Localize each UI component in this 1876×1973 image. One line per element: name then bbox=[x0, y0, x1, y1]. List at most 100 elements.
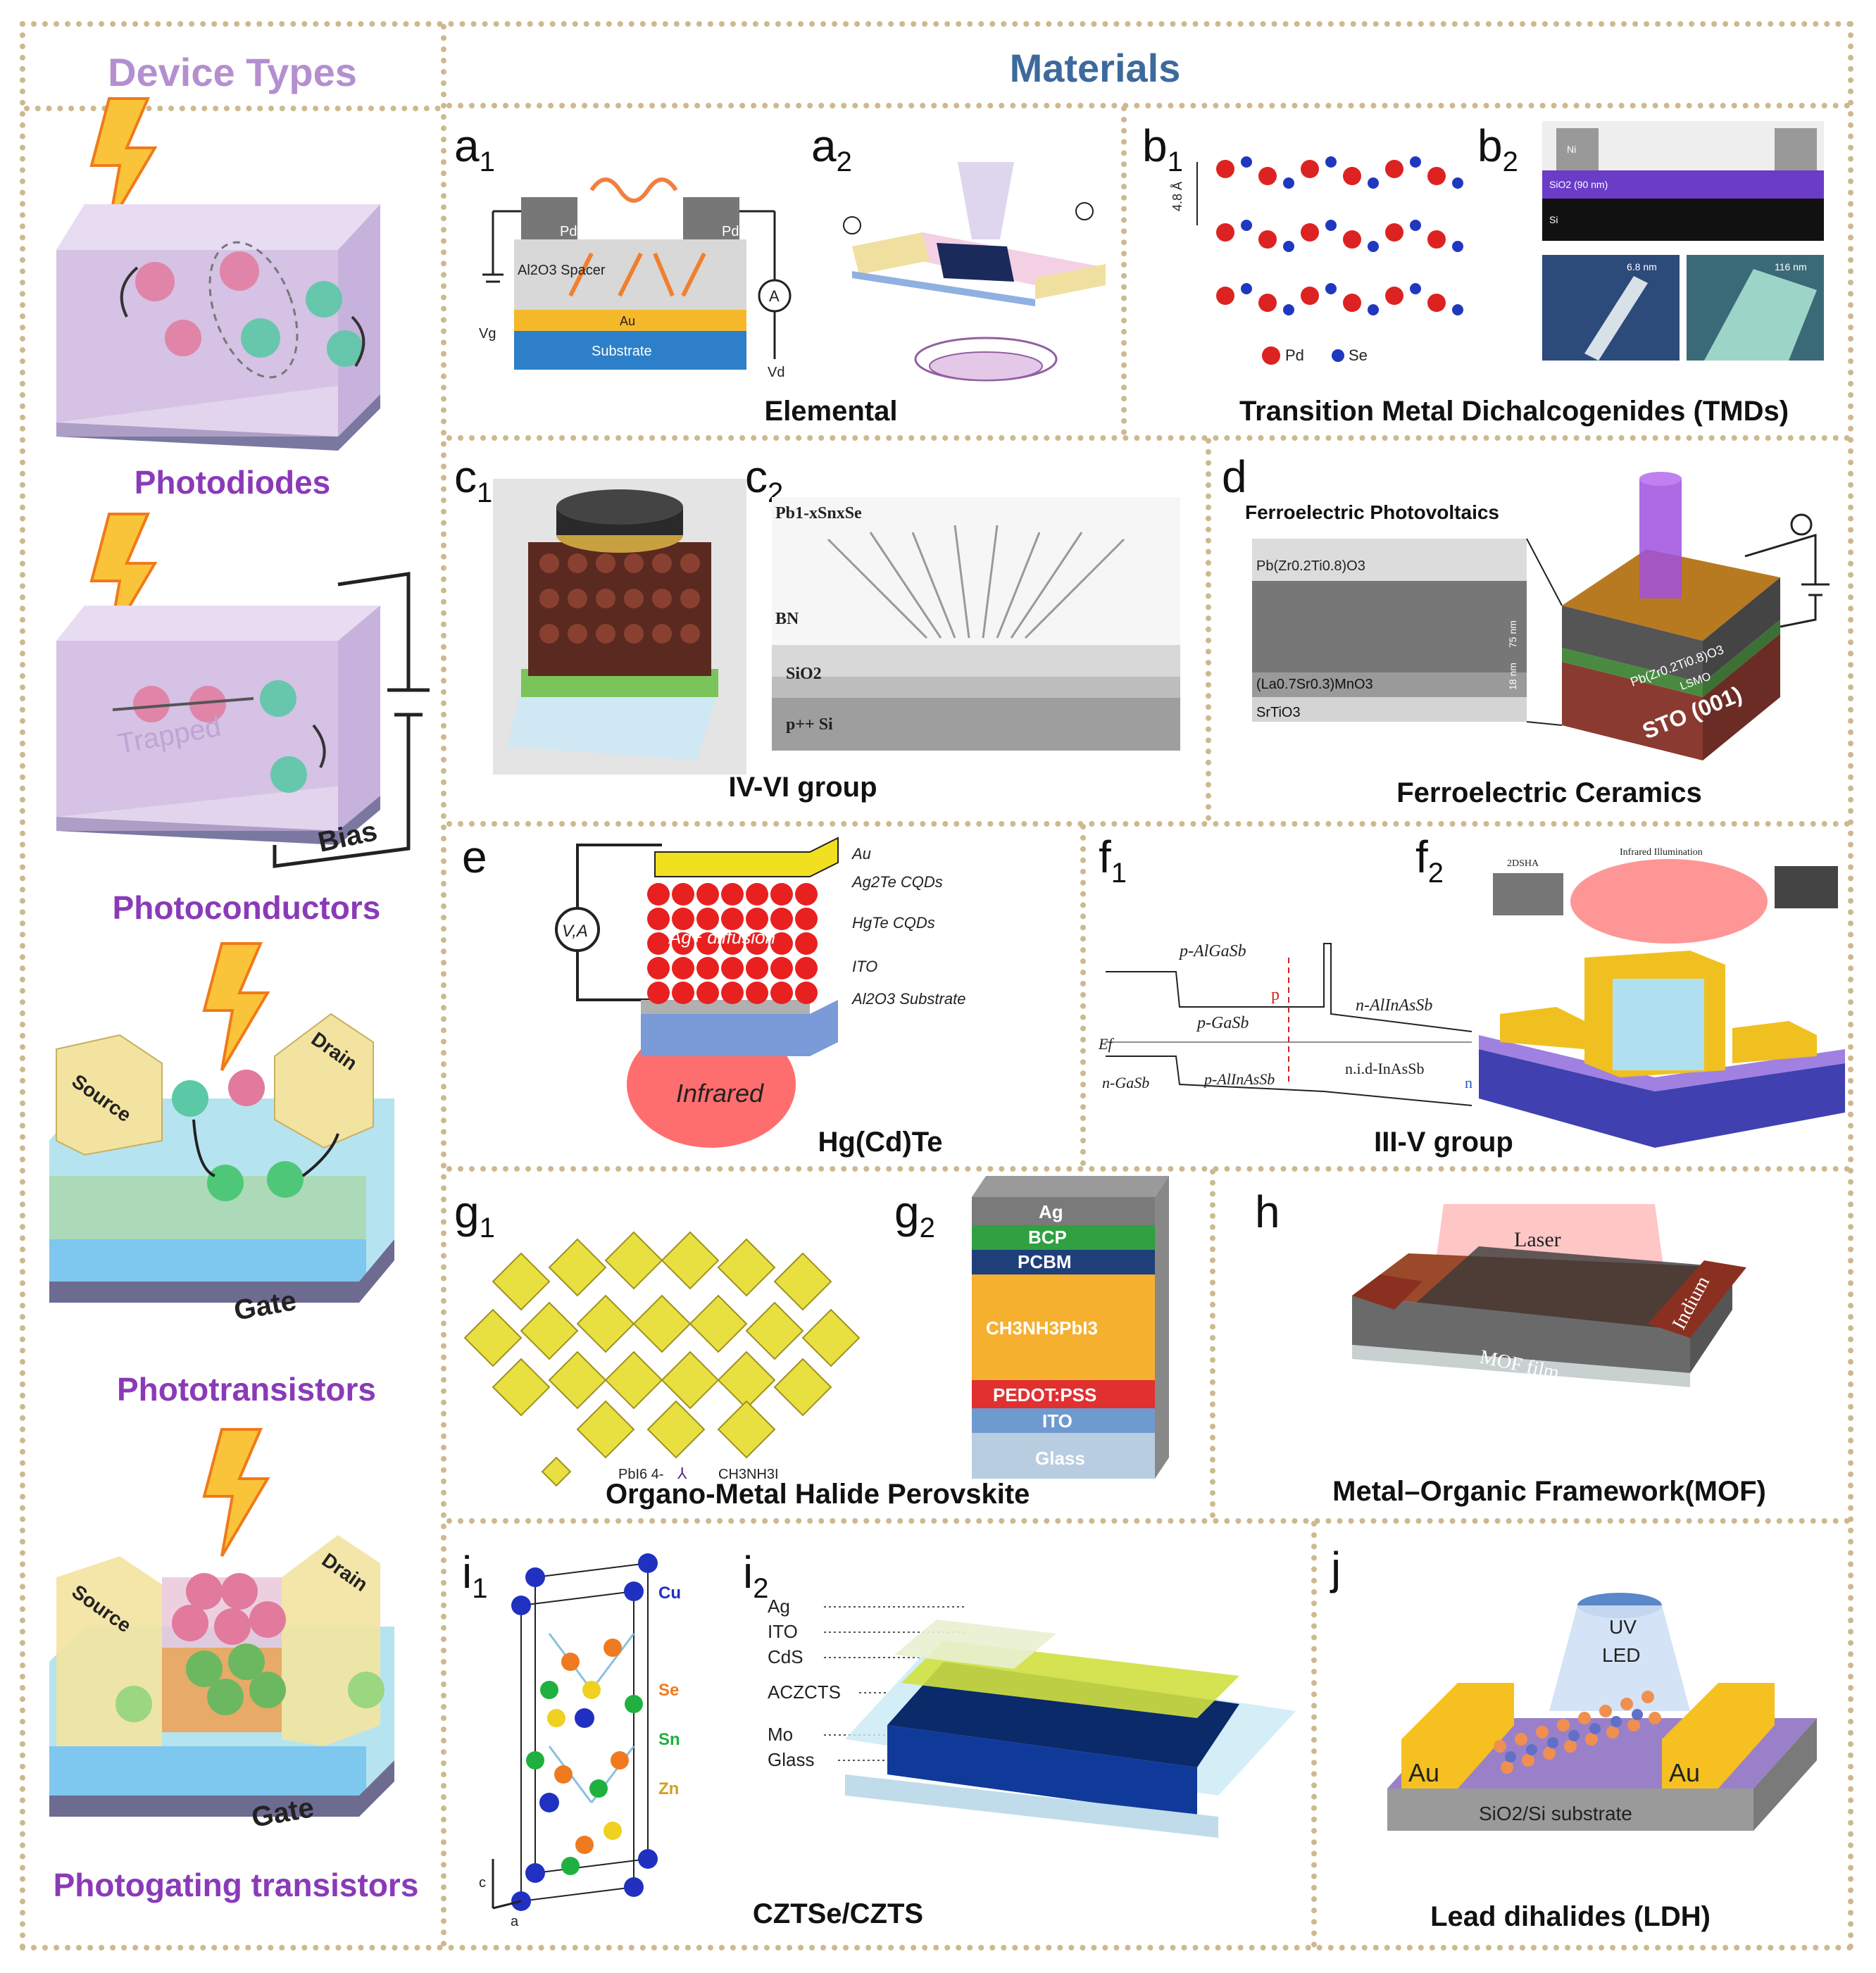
panel-h-diagram: Laser Indium MOF film Glass substrate bbox=[1352, 1204, 1746, 1407]
svg-text:ITO: ITO bbox=[768, 1621, 798, 1642]
row2-divider bbox=[446, 821, 1851, 827]
svg-text:Zn: Zn bbox=[658, 1779, 679, 1798]
svg-text:PbI6 4-: PbI6 4- bbox=[618, 1467, 663, 1482]
panel-g1-diagram: PbI6 4- ⅄ CH3NH3I bbox=[463, 1231, 861, 1487]
panel-a1-diagram: Pd Pd Al2O3 Spacer Au Substrate A Vg Vd bbox=[479, 177, 792, 380]
svg-text:LED: LED bbox=[1602, 1644, 1640, 1666]
panel-label-f2: f2 bbox=[1415, 832, 1444, 889]
svg-text:CH3NH3PbI3: CH3NH3PbI3 bbox=[986, 1317, 1098, 1339]
svg-text:c: c bbox=[479, 1875, 486, 1891]
panel-label-c1: c1 bbox=[454, 451, 493, 508]
panel-label-a2: a2 bbox=[811, 120, 852, 177]
svg-text:A: A bbox=[769, 287, 780, 305]
svg-text:Mo: Mo bbox=[768, 1724, 793, 1745]
panel-label-e: e bbox=[462, 832, 487, 882]
caption-hgcdte: Hg(Cd)Te bbox=[818, 1127, 943, 1158]
device-caption-photogating-transistors: Photogating transistors bbox=[53, 1867, 419, 1903]
panel-label-g2: g2 bbox=[894, 1186, 935, 1244]
svg-text:Cu: Cu bbox=[658, 1584, 681, 1603]
panel-c2-diagram: Pb1-xSnxSe BN SiO2 p++ Si bbox=[772, 497, 1180, 751]
svg-text:PCBM: PCBM bbox=[1018, 1251, 1072, 1272]
svg-text:CH3NH3I: CH3NH3I bbox=[718, 1467, 779, 1482]
panel-f2-diagram: 2DSHA Infrared Illumination bbox=[1479, 847, 1845, 1148]
column-divider bbox=[441, 24, 446, 1948]
device-caption-photoconductors: Photoconductors bbox=[112, 889, 381, 926]
svg-text:Ag+ diffusion: Ag+ diffusion bbox=[668, 927, 775, 948]
panel-i2-diagram: Ag ITO CdS ACZCTS Mo Glass bbox=[768, 1596, 1296, 1838]
photoconductor-diagram: Trapped Bias bbox=[56, 513, 430, 868]
svg-text:116 nm: 116 nm bbox=[1775, 261, 1807, 273]
caption-ferro: Ferroelectric Ceramics bbox=[1396, 777, 1702, 808]
svg-text:BN: BN bbox=[775, 610, 799, 628]
svg-text:UV: UV bbox=[1609, 1616, 1637, 1638]
svg-text:18 nm: 18 nm bbox=[1507, 663, 1518, 690]
svg-text:SiO2 (90 nm): SiO2 (90 nm) bbox=[1549, 179, 1608, 190]
svg-text:V,A: V,A bbox=[562, 922, 588, 941]
pdse-layer-3 bbox=[1216, 283, 1463, 315]
pdse-layer-1 bbox=[1216, 156, 1463, 189]
panel-d-diagram: Pb(Zr0.2Ti0.8)O3 (La0.7Sr0.3)MnO3 SrTiO3… bbox=[1252, 472, 1830, 760]
ferroelectric-title: Ferroelectric Photovoltaics bbox=[1245, 501, 1500, 523]
svg-text:HgTe CQDs: HgTe CQDs bbox=[852, 914, 935, 932]
row2-split bbox=[1206, 438, 1211, 821]
svg-text:Pd: Pd bbox=[560, 224, 577, 239]
caption-perovskite: Organo-Metal Halide Perovskite bbox=[606, 1479, 1030, 1510]
svg-text:Ag2Te CQDs: Ag2Te CQDs bbox=[851, 873, 943, 891]
photogating-transistor-diagram: Source Drain Gate bbox=[49, 1428, 394, 1834]
photodiode-diagram bbox=[56, 97, 380, 451]
svg-text:p++ Si: p++ Si bbox=[786, 715, 833, 734]
svg-text:Glass: Glass bbox=[768, 1749, 814, 1770]
svg-text:Infrared: Infrared bbox=[676, 1079, 764, 1108]
panel-b2-diagram: Ni SiO2 (90 nm) Si 6.8 nm 116 nm bbox=[1542, 121, 1824, 361]
svg-text:Substrate: Substrate bbox=[592, 344, 652, 359]
svg-text:Ni: Ni bbox=[1567, 144, 1576, 155]
caption-czts: CZTSe/CZTS bbox=[752, 1898, 924, 1929]
svg-text:Sn: Sn bbox=[658, 1730, 680, 1749]
svg-text:Se: Se bbox=[1349, 346, 1368, 364]
row5-split bbox=[1311, 1521, 1317, 1948]
svg-text:SiO2: SiO2 bbox=[786, 665, 822, 683]
caption-elemental: Elemental bbox=[764, 396, 898, 427]
figure-frame bbox=[20, 21, 1853, 1950]
svg-text:n-GaSb: n-GaSb bbox=[1102, 1074, 1149, 1091]
panel-label-j: j bbox=[1331, 1543, 1342, 1593]
svg-text:Pd: Pd bbox=[1285, 346, 1304, 364]
svg-text:⅄: ⅄ bbox=[677, 1465, 687, 1482]
caption-tmd: Transition Metal Dichalcogenides (TMDs) bbox=[1239, 396, 1789, 427]
phototransistor-diagram: Source Drain Gate bbox=[49, 942, 394, 1327]
materials-header: Materials bbox=[1009, 46, 1181, 90]
svg-text:CdS: CdS bbox=[768, 1646, 803, 1667]
svg-text:p-GaSb: p-GaSb bbox=[1196, 1014, 1249, 1032]
svg-text:2DSHA: 2DSHA bbox=[1507, 858, 1539, 869]
svg-text:p-AlGaSb: p-AlGaSb bbox=[1178, 942, 1246, 960]
svg-text:Ef: Ef bbox=[1098, 1035, 1114, 1053]
svg-text:BCP: BCP bbox=[1028, 1227, 1067, 1248]
row1-split bbox=[1121, 106, 1127, 435]
svg-text:(La0.7Sr0.3)MnO3: (La0.7Sr0.3)MnO3 bbox=[1256, 677, 1373, 692]
materials-header-divider bbox=[446, 103, 1851, 108]
svg-text:6.8 nm: 6.8 nm bbox=[1627, 261, 1657, 273]
svg-text:n-AlInAsSb: n-AlInAsSb bbox=[1356, 996, 1432, 1015]
panel-label-i2: i2 bbox=[743, 1547, 769, 1604]
row4-divider bbox=[446, 1518, 1851, 1524]
caption-ivvi: IV-VI group bbox=[728, 772, 877, 803]
panel-a2-diagram bbox=[843, 162, 1106, 382]
svg-text:PEDOT:PSS: PEDOT:PSS bbox=[993, 1384, 1096, 1405]
panel-label-i1: i1 bbox=[462, 1547, 488, 1604]
svg-text:Pb(Zr0.2Ti0.8)O3: Pb(Zr0.2Ti0.8)O3 bbox=[1256, 558, 1365, 574]
panel-i1-crystal: Cu Se Sn Zn c a bbox=[479, 1553, 681, 1929]
svg-text:SrTiO3: SrTiO3 bbox=[1256, 705, 1301, 720]
caption-ldh: Lead dihalides (LDH) bbox=[1430, 1901, 1711, 1932]
svg-text:Vd: Vd bbox=[768, 365, 784, 380]
row1-divider bbox=[446, 435, 1851, 441]
svg-text:Vg: Vg bbox=[479, 326, 496, 342]
device-caption-phototransistors: Phototransistors bbox=[116, 1371, 377, 1408]
panel-g2-stack: Ag BCP PCBM CH3NH3PbI3 PEDOT:PSS ITO Gla… bbox=[972, 1176, 1169, 1479]
svg-text:ITO: ITO bbox=[1042, 1410, 1073, 1432]
svg-text:Al2O3 Spacer: Al2O3 Spacer bbox=[518, 263, 606, 278]
svg-text:Pd: Pd bbox=[722, 224, 739, 239]
svg-text:Au: Au bbox=[851, 845, 871, 863]
panel-f1-diagram: p-AlGaSb p p-GaSb n-AlInAsSb Ef n-GaSb p… bbox=[1098, 942, 1472, 1106]
panel-b1-diagram: 4.8 Å Pd Se bbox=[1170, 156, 1463, 365]
caption-mof: Metal–Organic Framework(MOF) bbox=[1332, 1476, 1766, 1507]
